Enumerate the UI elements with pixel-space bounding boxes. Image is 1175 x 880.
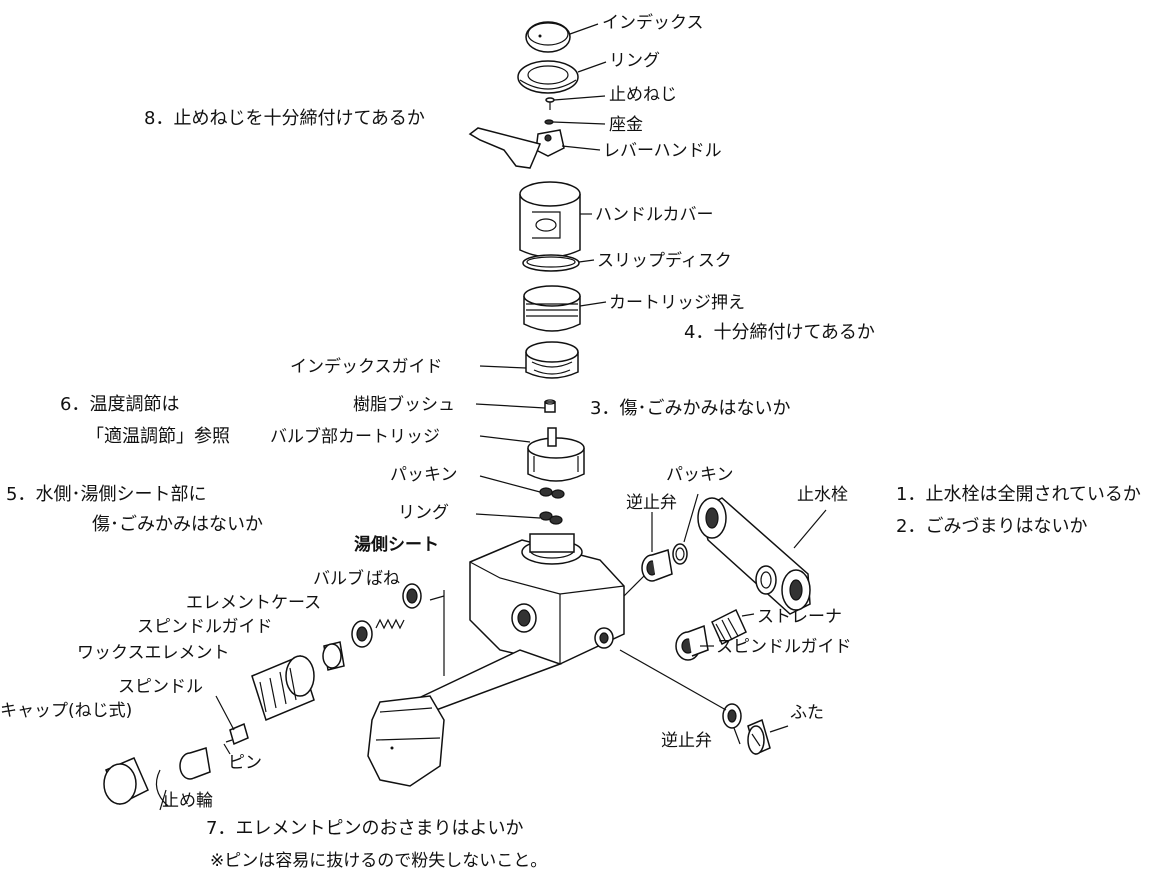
label-hot-seat: 湯側シート [354, 534, 439, 555]
check-item-1: 1．止水栓は全開されているか [896, 484, 1141, 505]
strainer-part [711, 608, 747, 646]
check-item-4: 4．十分締付けてあるか [684, 322, 875, 343]
label-stop-ring: 止め輪 [162, 791, 213, 811]
check-item-3: 3．傷･ごみかみはないか [590, 398, 790, 419]
lever-handle-part [468, 127, 565, 169]
stop-ring-part [155, 769, 169, 807]
label-ring-mid: リング [398, 503, 449, 523]
label-stop-cock: 止水栓 [797, 485, 848, 505]
label-cap: キャップ(ねじ式) [0, 701, 132, 721]
leader-lines [159, 23, 827, 811]
label-spindle-guide-right: スピンドルガイド [716, 637, 852, 657]
check-item-5-line2: 傷･ごみかみはないか [92, 514, 263, 535]
packing-ring-small-part [539, 487, 565, 525]
check-valve-bottom-part [722, 703, 742, 729]
label-check-valve-top: 逆止弁 [626, 493, 677, 513]
label-element-case: エレメントケース [186, 593, 321, 613]
wax-element-part [225, 722, 249, 746]
label-ring-top: リング [609, 51, 660, 71]
label-set-screw: 止めねじ [609, 85, 677, 105]
label-cartridge-retainer: カートリッジ押え [609, 293, 745, 313]
label-spindle-guide-left: スピンドルガイド [137, 617, 273, 637]
spring-part [375, 618, 405, 630]
resin-bush-part [544, 399, 556, 413]
label-valve: バルブ [313, 568, 364, 589]
label-valve-cartridge: バルブ部カートリッジ [270, 426, 440, 447]
label-spindle: スピンドル [118, 677, 203, 697]
packing-right-part [672, 543, 688, 565]
washer-part [544, 119, 554, 125]
valve-part [351, 620, 373, 648]
spout-part [367, 649, 563, 787]
set-screw-part [545, 97, 555, 110]
check-item-6-line2: 「適温調節」参照 [86, 426, 230, 447]
label-strainer: ストレーナ [757, 607, 842, 627]
element-case-part [322, 641, 345, 671]
check-item-7-note: ※ピンは容易に抜けるので粉失しないこと。 [210, 851, 547, 871]
label-pin: ピン [228, 753, 262, 773]
check-item-7: 7．エレメントピンのおさまりはよいか [206, 818, 523, 839]
spindle-guide-left-part [251, 654, 315, 722]
handle-cover-part [519, 181, 581, 258]
label-slip-disc: スリップディスク [597, 250, 732, 271]
label-packing-left: パッキン [390, 465, 458, 485]
label-handle-cover: ハンドルカバー [595, 205, 714, 225]
label-resin-bush: 樹脂ブッシュ [353, 394, 455, 415]
check-item-8: 8．止めねじを十分締付けてあるか [144, 108, 425, 129]
cap-part [103, 757, 149, 806]
check-item-5-line1: 5．水側･湯側シート部に [6, 484, 206, 505]
label-washer: 座金 [609, 115, 643, 135]
check-valve-top-part [641, 549, 673, 582]
hot-seat-part [402, 583, 422, 609]
check-item-2: 2．ごみづまりはないか [896, 516, 1087, 537]
spindle-guide-right-part [675, 624, 709, 661]
spindle-part [179, 747, 211, 780]
index-guide-part [525, 341, 579, 379]
slip-disc-part [522, 254, 580, 272]
index-cap-part [525, 21, 571, 53]
label-check-valve-bottom: 逆止弁 [661, 731, 712, 751]
label-packing-right: パッキン [666, 465, 734, 485]
stop-cock-part [697, 497, 811, 615]
label-index: インデックス [602, 12, 704, 33]
lid-part [747, 718, 771, 756]
cartridge-retainer-part [523, 285, 581, 332]
check-item-6-line1: 6．温度調節は [60, 394, 179, 415]
label-wax-element: ワックスエレメント [77, 643, 230, 663]
ring-top-part [517, 60, 579, 94]
label-index-guide: インデックスガイド [290, 356, 443, 377]
valve-body-part [469, 533, 625, 665]
label-lever-handle: レバーハンドル [603, 141, 722, 161]
valve-cartridge-part [527, 427, 585, 482]
label-spring: ばね [366, 569, 400, 589]
label-lid: ふた [790, 703, 824, 723]
